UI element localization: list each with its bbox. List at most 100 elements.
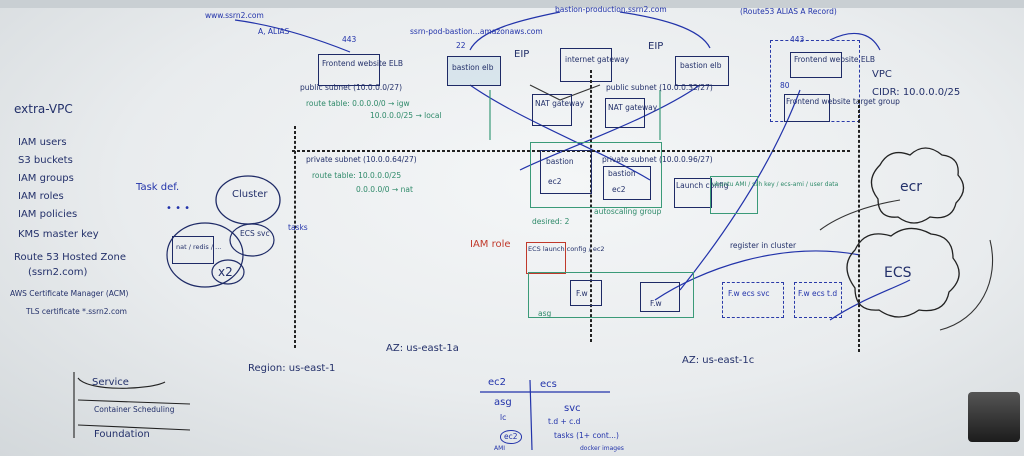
bottom-tasks: tasks (1+ cont...) bbox=[554, 431, 619, 440]
private-subnet-left-label: private subnet (10.0.0.64/27) bbox=[306, 155, 417, 164]
internet-gateway-label: internet gateway bbox=[565, 55, 630, 64]
bottom-ec2: ec2 bbox=[488, 377, 507, 388]
bottom-ami: AMI bbox=[494, 445, 506, 452]
list-item: IAM policies bbox=[18, 209, 78, 220]
list-item: (ssrn2.com) bbox=[28, 267, 88, 278]
legend-item: Service bbox=[92, 377, 129, 388]
bottom-svc: svc bbox=[564, 403, 581, 414]
frontend-elb bbox=[318, 54, 380, 86]
ecs-launch-box bbox=[526, 242, 566, 274]
az-boundary bbox=[858, 100, 860, 352]
list-item: S3 buckets bbox=[18, 155, 73, 166]
az-1c-label: AZ: us-east-1c bbox=[682, 355, 755, 366]
frontend-elb-right-label: Frontend website ELB bbox=[794, 55, 875, 64]
autoscaling-group-frame bbox=[530, 142, 662, 208]
ec2-label: ec2 bbox=[612, 185, 626, 194]
nat-gateway-label: NAT gateway bbox=[535, 99, 585, 108]
fw-ecs-svc-box bbox=[722, 282, 784, 318]
bottom-ecs: ecs bbox=[540, 379, 557, 390]
website-label: www.ssrn2.com bbox=[205, 11, 264, 20]
task-box bbox=[172, 236, 214, 264]
frontend-target-group bbox=[784, 94, 830, 122]
public-subnet-left-label: public subnet (10.0.0.0/27) bbox=[300, 83, 402, 92]
register-cluster-label: register in cluster bbox=[730, 241, 797, 250]
eip-label: EIP bbox=[514, 49, 530, 60]
launch-config-box bbox=[674, 178, 712, 208]
ecs-launch-label: ECS launch config / ec2 bbox=[528, 245, 605, 253]
fw-ecs-td-label: F.w ecs t.d bbox=[798, 289, 838, 298]
bastion-ec2-label: bastion bbox=[546, 157, 574, 166]
legend-item: Container Scheduling bbox=[94, 405, 175, 414]
route-table-line: 0.0.0.0/0 → nat bbox=[356, 185, 413, 194]
az-boundary bbox=[294, 126, 296, 348]
internet-gateway bbox=[560, 48, 612, 82]
frontend-tg-label: Frontend website target group bbox=[786, 97, 900, 106]
nat-gateway-label: NAT gateway bbox=[608, 103, 658, 112]
region-label: Region: us-east-1 bbox=[248, 363, 336, 374]
list-item: KMS master key bbox=[18, 229, 99, 240]
asg-frame bbox=[528, 272, 694, 318]
public-subnet-right-label: public subnet (10.0.0.32/27) bbox=[606, 83, 713, 92]
vpc-label: VPC bbox=[872, 69, 892, 80]
list-item: IAM roles bbox=[18, 191, 64, 202]
frontend-elb-label: Frontend website ELB bbox=[322, 59, 403, 68]
az-1a-label: AZ: us-east-1a bbox=[386, 343, 459, 354]
launch-config-label: Launch config bbox=[676, 181, 729, 190]
bastion-elb-label: bastion elb bbox=[680, 61, 722, 70]
ecs-cloud bbox=[846, 227, 960, 318]
tasks-label: tasks bbox=[288, 223, 308, 232]
launch-notes-box bbox=[710, 176, 758, 214]
iam-role-label: IAM role bbox=[470, 239, 511, 250]
fw-label: F.w bbox=[650, 299, 662, 308]
wall-strip bbox=[0, 0, 1024, 8]
ecr-cloud bbox=[870, 147, 965, 224]
port-80-label: 80 bbox=[780, 81, 790, 90]
bastion-dns-label: bastion-production.ssrn2.com bbox=[555, 5, 667, 14]
vpc-cidr: CIDR: 10.0.0.0/25 bbox=[872, 87, 961, 98]
alias-label: A, ALIAS bbox=[258, 27, 290, 36]
pod-bastion-label: ssrn-pod-bastion...amazonaws.com bbox=[410, 27, 543, 36]
bastion-ec2-label: bastion bbox=[608, 169, 636, 178]
frontend-elb-right bbox=[790, 52, 842, 78]
route-table-line: 10.0.0.0/25 → local bbox=[370, 111, 442, 120]
bastion-ec2-right bbox=[603, 166, 651, 200]
desired-label: desired: 2 bbox=[532, 217, 570, 226]
port-label: 443 bbox=[342, 35, 357, 44]
bottom-lc: lc bbox=[500, 413, 507, 422]
bastion-elb-right bbox=[675, 56, 729, 86]
route53-label: (Route53 ALIAS A Record) bbox=[740, 7, 837, 16]
ecs-cloud-label: ECS bbox=[884, 265, 912, 281]
task-def-label: Task def. bbox=[136, 182, 180, 193]
launch-notes: ubuntu AMI / ssh key / ecs-ami / user da… bbox=[712, 181, 839, 188]
nat-gateway-right bbox=[605, 98, 645, 128]
task-box-label: nat / redis / ... bbox=[176, 243, 222, 251]
fw-instance-1 bbox=[570, 280, 602, 306]
route-table-line: route table: 10.0.0.0/25 bbox=[312, 171, 402, 180]
port-443-label: 443 bbox=[790, 35, 805, 44]
list-item: Route 53 Hosted Zone bbox=[14, 252, 127, 263]
ec2-label: ec2 bbox=[548, 177, 562, 186]
bastion-elb-left bbox=[447, 56, 501, 86]
extra-vpc-title: extra-VPC bbox=[14, 102, 73, 116]
list-item: IAM groups bbox=[18, 173, 74, 184]
asg-label: asg bbox=[538, 309, 552, 318]
route-table-line: route table: 0.0.0.0/0 → igw bbox=[306, 99, 410, 108]
bottom-docker-images: docker images bbox=[580, 445, 624, 452]
bottom-td-cd: t.d + c.d bbox=[548, 417, 581, 426]
x2-label: x2 bbox=[218, 265, 233, 279]
fw-instance-2 bbox=[640, 282, 680, 312]
bottom-asg: asg bbox=[494, 397, 512, 408]
cluster-label: Cluster bbox=[232, 189, 268, 200]
eip-label: EIP bbox=[648, 41, 664, 52]
bastion-elb-label: bastion elb bbox=[452, 63, 494, 72]
ecr-label: ecr bbox=[900, 179, 923, 195]
list-item: AWS Certificate Manager (ACM) bbox=[10, 289, 129, 298]
fw-ecs-td-box bbox=[794, 282, 842, 318]
private-subnet-right-label: private subnet (10.0.0.96/27) bbox=[602, 155, 713, 164]
bottom-ec2-circle: ec2 bbox=[500, 430, 522, 444]
eraser-icon bbox=[968, 392, 1020, 442]
fw-ecs-svc-label: F.w ecs svc bbox=[728, 289, 770, 298]
nat-gateway-left bbox=[532, 94, 572, 126]
